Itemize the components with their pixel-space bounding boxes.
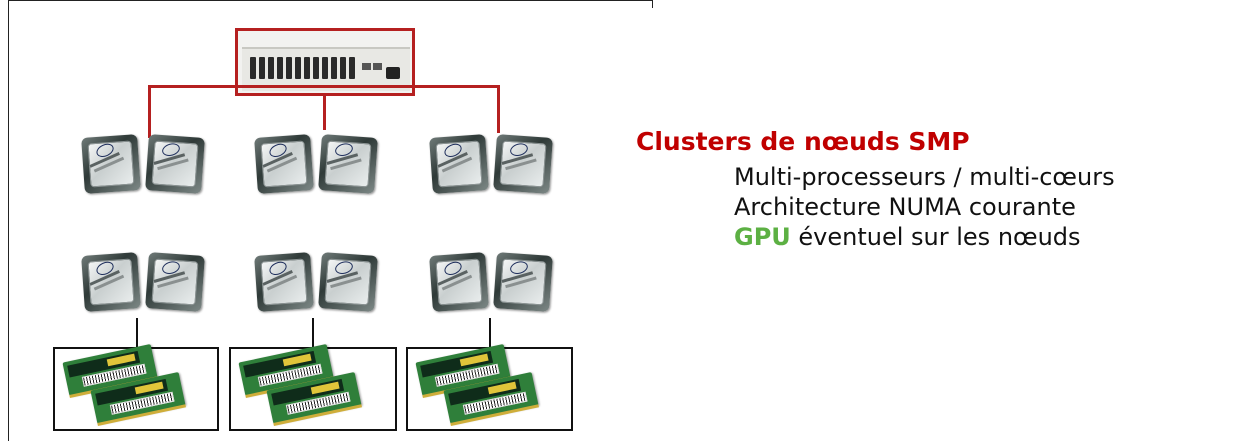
diagram-title: Clusters de nœuds SMP [636,127,970,156]
module-label-accent [282,353,312,367]
network-switch-icon [235,28,415,96]
gpu-highlight: GPU [734,223,791,251]
switch-port [322,57,328,79]
feature-list: Multi-processeurs / multi-cœurs Architec… [734,162,1115,252]
processor-chip-icon [493,252,553,312]
processor-chip-icon [493,134,553,194]
network-drop-node-2 [323,96,326,130]
memory-link-node-2 [312,318,314,347]
processor-chip-icon [145,252,205,312]
switch-port [331,57,337,79]
feature-item-gpu: GPU éventuel sur les nœuds [734,222,1115,252]
network-drop-node-1 [148,85,151,138]
network-drop-node-3 [497,85,500,133]
module-label-accent [310,381,340,395]
memory-link-node-1 [136,318,138,347]
module-label-accent [487,381,517,395]
processor-chip-icon [318,134,378,194]
memory-link-node-3 [489,318,491,347]
switch-port [250,57,256,79]
switch-port [268,57,274,79]
frame-top-edge [8,0,652,1]
switch-power-socket [386,67,400,79]
switch-port [349,57,355,79]
processor-chip-icon [429,134,489,194]
processor-chip-icon [429,252,489,312]
description-block: Clusters de nœuds SMP Multi-processeurs … [636,126,1115,251]
switch-ethernet-port [362,63,371,70]
processor-chip-icon [318,252,378,312]
network-bus-line [149,85,499,88]
processor-chip-icon [254,134,314,194]
processor-chip-icon [81,252,141,312]
processor-chip-icon [145,134,205,194]
frame-left-edge [8,0,9,441]
frame-tick [652,0,653,8]
processor-chip-icon [81,134,141,194]
feature-item-multiprocessor: Multi-processeurs / multi-cœurs [734,163,1115,191]
switch-port [277,57,283,79]
processor-chip-icon [254,252,314,312]
gpu-description: éventuel sur les nœuds [790,223,1081,251]
feature-item-numa: Architecture NUMA courante [734,193,1076,221]
module-label-accent [459,353,489,367]
switch-port [295,57,301,79]
switch-ethernet-port [373,63,382,70]
module-label-accent [134,381,164,395]
switch-port [304,57,310,79]
switch-port [259,57,265,79]
module-label-accent [106,353,136,367]
switch-port [313,57,319,79]
switch-port [286,57,292,79]
switch-port [340,57,346,79]
